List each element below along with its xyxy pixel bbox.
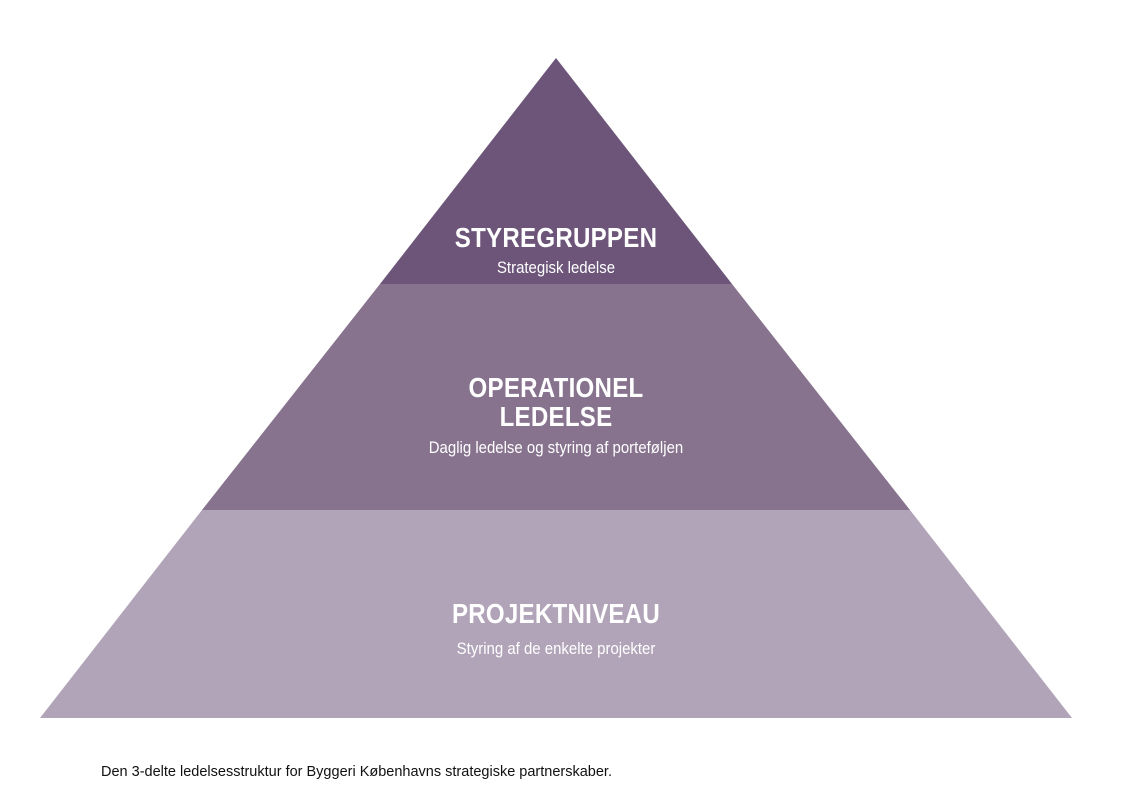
figure-caption: Den 3-delte ledelsesstruktur for Byggeri… [101,764,612,780]
level-title-projektniveau: PROJEKTNIVEAU [451,598,661,629]
pyramid-level-bottom [40,510,1072,718]
level-title-styregruppen: STYREGRUPPEN [454,222,658,253]
pyramid-level-middle [202,284,910,510]
level-title-operationel-line2: LEDELSE [499,401,613,432]
level-title-operationel-line1: OPERATIONEL [468,372,644,403]
level-subtitle-projektniveau: Styring af de enkelte projekter [456,639,656,658]
pyramid-level-top [380,58,732,284]
level-subtitle-styregruppen: Strategisk ledelse [496,258,616,277]
level-subtitle-operationel: Daglig ledelse og styring af porteføljen [428,438,684,457]
